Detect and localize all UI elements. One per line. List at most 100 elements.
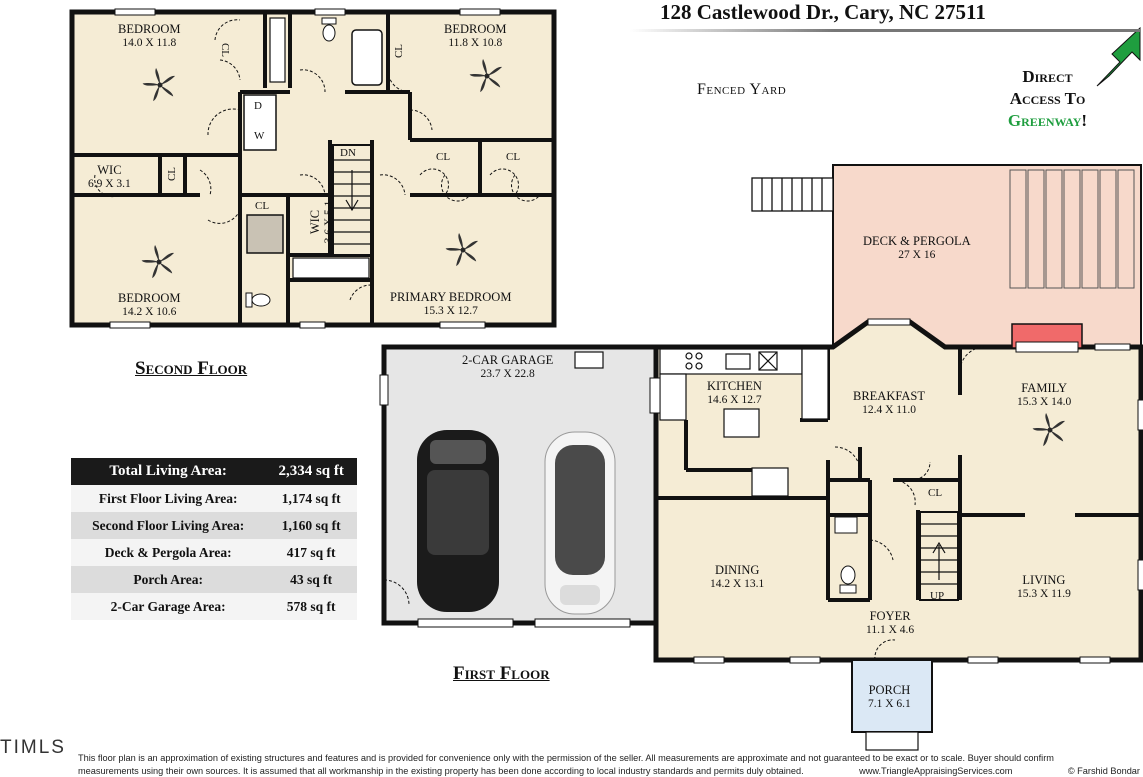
fenced-yard-label: Fenced Yard	[697, 81, 787, 98]
website-link[interactable]: www.TriangleAppraisingServices.com	[859, 765, 1013, 776]
second-floor-plan	[69, 8, 557, 329]
closet-label: CL	[506, 151, 521, 163]
first-floor-title: First Floor	[453, 663, 550, 684]
area-label: Second Floor Living Area:	[71, 512, 266, 539]
bathtub-icon	[351, 29, 383, 86]
toilet-icon	[839, 565, 857, 594]
copyright-text: © Farshid Bondar	[1067, 765, 1140, 776]
area-value: 1,174 sq ft	[265, 485, 357, 512]
room-dim: 3.6 X 5.1	[323, 200, 335, 244]
room-dim: 12.4 X 11.0	[862, 404, 916, 416]
laundry-icon	[243, 94, 277, 151]
bedroom-sw-label: Bedroom14.2 X 10.6	[118, 291, 181, 319]
toilet-icon-primary	[245, 292, 271, 308]
area-label: Total Living Area:	[71, 458, 266, 485]
closet-label: CL	[219, 42, 232, 58]
table-row: Total Living Area: 2,334 sq ft	[71, 458, 357, 485]
room-name: Bedroom	[118, 22, 181, 36]
car-icon-white	[544, 431, 616, 615]
kitchen-label: Kitchen14.6 X 12.7	[707, 379, 762, 407]
pergola-slats	[1009, 169, 1135, 289]
area-label: Porch Area:	[71, 566, 266, 593]
table-row: Second Floor Living Area: 1,160 sq ft	[71, 512, 357, 539]
room-dim: 11.1 X 4.6	[866, 624, 915, 636]
closet-label: CL	[436, 151, 451, 163]
kitchen-cabinets	[659, 348, 829, 497]
stairs-up-label: UP	[930, 590, 945, 602]
direct-punct: !	[1081, 111, 1088, 130]
room-dim: 6.9 X 3.1	[88, 178, 131, 190]
breakfast-label: Breakfast12.4 X 11.0	[853, 389, 925, 417]
porch-steps	[865, 731, 919, 751]
stairs-icon-first	[919, 511, 959, 601]
greenway-word: Greenway	[1007, 111, 1082, 130]
area-label: 2-Car Garage Area:	[71, 593, 266, 620]
family-label: Family15.3 X 14.0	[1017, 381, 1071, 409]
direct-line1: Direct	[1022, 67, 1073, 86]
room-dim: 14.0 X 11.8	[122, 37, 177, 49]
room-name: Bedroom	[444, 22, 507, 36]
room-name: Foyer	[869, 609, 911, 623]
mls-logo: TIMLS	[0, 737, 66, 758]
area-label: Deck & Pergola Area:	[71, 539, 266, 566]
closet-label: CL	[166, 166, 179, 182]
area-value: 578 sq ft	[265, 593, 357, 620]
direct-line3: Greenway!	[985, 110, 1110, 132]
deck-stairs-icon	[751, 177, 834, 212]
room-name: Living	[1022, 573, 1066, 587]
north-arrow-icon	[1096, 26, 1141, 87]
room-dim: 15.3 X 14.0	[1017, 396, 1072, 408]
porch-label: Porch7.1 X 6.1	[868, 683, 911, 711]
garage-label: 2-Car Garage23.7 X 22.8	[462, 353, 553, 381]
room-name: WIC	[97, 163, 122, 177]
room-name: 2-Car Garage	[462, 353, 554, 367]
room-name: Bedroom	[118, 291, 181, 305]
disclaimer-line1: This floor plan is an approximation of e…	[78, 753, 1054, 763]
room-name: Dining	[714, 563, 760, 577]
water-heater-icon	[574, 351, 604, 369]
direct-line2: Access To	[1009, 89, 1086, 108]
living-label: Living15.3 X 11.9	[1017, 573, 1071, 601]
stairs-icon	[332, 144, 372, 256]
room-dim: 23.7 X 22.8	[480, 368, 535, 380]
shower-icon	[246, 214, 284, 254]
bedroom-nw-label: Bedroom14.0 X 11.8	[118, 22, 181, 50]
stairs-down-label: DN	[340, 147, 356, 159]
room-dim: 14.2 X 13.1	[710, 578, 765, 590]
closet-label: CL	[393, 43, 406, 59]
fireplace-icon	[1011, 323, 1083, 353]
closet-label: CL	[255, 200, 270, 212]
room-name: Primary Bedroom	[390, 290, 512, 304]
room-dim: 14.2 X 10.6	[122, 306, 177, 318]
vanity-icon-primary	[292, 257, 370, 279]
room-dim: 14.6 X 12.7	[707, 394, 762, 406]
property-address: 128 Castlewood Dr., Cary, NC 27511	[660, 0, 986, 24]
disclaimer-line2: measurements using their own sources. It…	[78, 765, 804, 776]
direct-access-callout: Direct Access To Greenway!	[985, 66, 1110, 132]
room-dim: 11.8 X 10.8	[448, 37, 503, 49]
table-row: Porch Area: 43 sq ft	[71, 566, 357, 593]
area-summary-table: Total Living Area: 2,334 sq ft First Flo…	[71, 458, 357, 620]
deck-area	[832, 164, 1142, 349]
address-underline	[630, 29, 1140, 32]
washer-label: W	[254, 130, 265, 142]
room-name: Breakfast	[853, 389, 926, 403]
sink-icon	[834, 516, 858, 534]
area-value: 417 sq ft	[265, 539, 357, 566]
toilet-icon	[321, 17, 337, 42]
room-name: Kitchen	[707, 379, 762, 393]
room-name: Porch	[868, 683, 911, 697]
room-name: Family	[1021, 381, 1068, 395]
dryer-label: D	[254, 100, 262, 112]
table-row: Deck & Pergola Area: 417 sq ft	[71, 539, 357, 566]
room-dim: 27 X 16	[898, 249, 936, 261]
deck-label: Deck & Pergola27 X 16	[863, 234, 971, 262]
foyer-label: Foyer11.1 X 4.6	[866, 609, 914, 637]
room-dim: 15.3 X 11.9	[1017, 588, 1071, 600]
bedroom-ne-label: Bedroom11.8 X 10.8	[444, 22, 507, 50]
car-icon-black	[417, 430, 499, 612]
garage-steps	[649, 377, 661, 414]
disclaimer-row: measurements using their own sources. It…	[78, 765, 1140, 777]
